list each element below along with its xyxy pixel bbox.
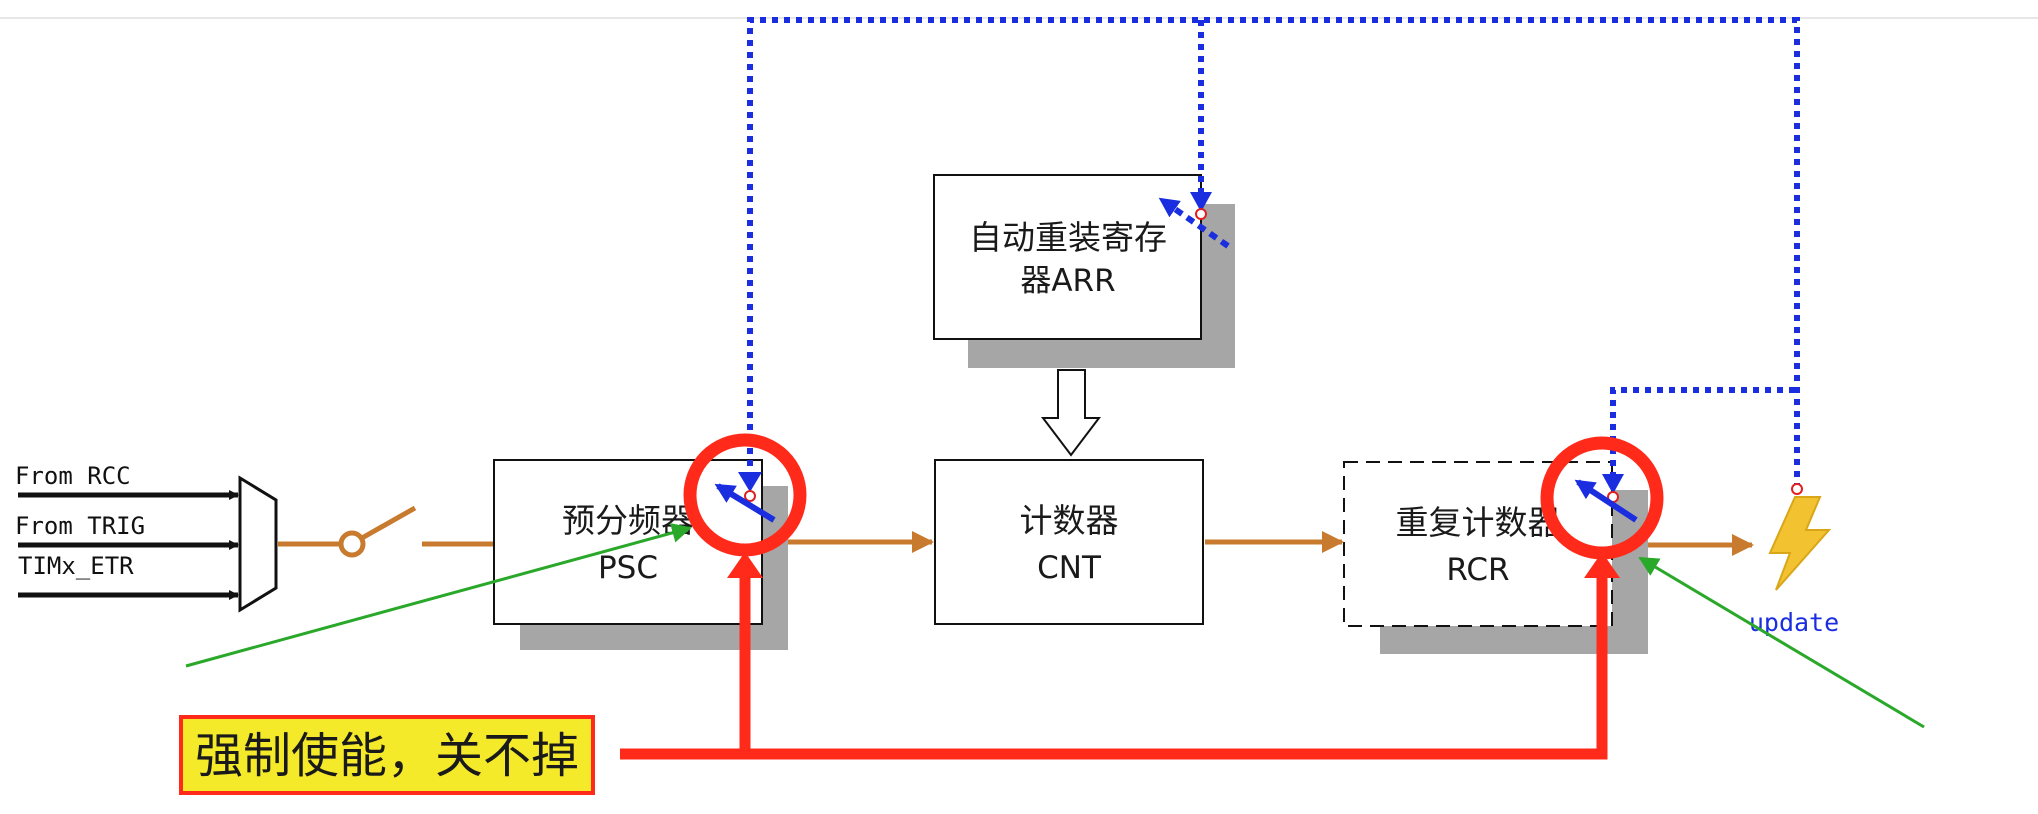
- annotation-text: 强制使能，关不掉: [195, 728, 579, 784]
- arr-to-cnt-arrow: [1040, 369, 1102, 457]
- psc-preload-arrow: [714, 483, 776, 523]
- annotation-box: [179, 715, 595, 795]
- arr-line2: 器ARR: [1020, 263, 1115, 299]
- cnt-block: [934, 459, 1204, 625]
- input-label-trig: From TRIG: [15, 512, 145, 540]
- psc-code: PSC: [598, 550, 658, 586]
- arr-line1: 自动重装寄存: [969, 218, 1167, 257]
- update-bus: [747, 17, 1800, 486]
- rcr-code: RCR: [1446, 552, 1509, 588]
- psc-highlight-circle: [683, 433, 807, 557]
- input-label-rcc: From RCC: [15, 462, 131, 490]
- input-label-etr: TIMx_ETR: [18, 552, 134, 580]
- rcr-update-arrowhead: [1602, 474, 1624, 494]
- update-node: [1791, 483, 1803, 495]
- rcr-pointer-line: [1638, 556, 1925, 729]
- update-label: update: [1749, 608, 1839, 637]
- arr-block: [933, 174, 1202, 340]
- arr-update-arrowhead: [1190, 192, 1212, 212]
- psc-update-arrowhead: [738, 472, 762, 492]
- input-lines: [18, 490, 239, 600]
- psc-pointer-line: [185, 523, 692, 668]
- clock-switch: [278, 505, 494, 558]
- forced-enable-path: [620, 552, 1620, 760]
- psc-update-node: [744, 490, 756, 502]
- cnt-code: CNT: [1037, 550, 1102, 586]
- rcr-preload-arrow: [1574, 479, 1638, 523]
- input-mux: [238, 475, 278, 613]
- arr-update-node: [1195, 208, 1207, 220]
- psc-title: 预分频器: [562, 501, 694, 540]
- lightning-icon: [1768, 496, 1832, 591]
- cnt-title: 计数器: [1020, 501, 1119, 540]
- rcr-title: 重复计数器: [1396, 503, 1561, 542]
- signal-path: [788, 531, 1754, 556]
